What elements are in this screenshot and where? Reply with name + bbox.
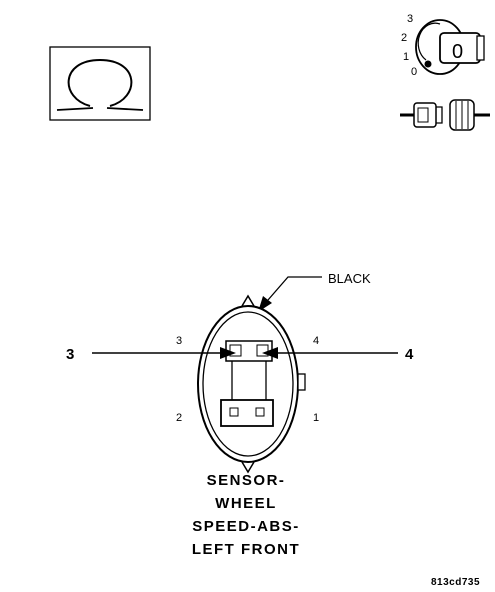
component-title-line-2: WHEEL (215, 495, 277, 512)
pin-label-upper-left: 3 (176, 335, 182, 347)
ignition-position-2: 2 (401, 32, 407, 44)
probe-label-right: 4 (405, 346, 414, 363)
probe-arrowhead-left (220, 347, 236, 359)
component-title-line-3: SPEED-ABS- (192, 518, 300, 535)
probe-label-left: 3 (66, 346, 74, 363)
component-title-line-4: LEFT FRONT (192, 541, 300, 558)
ohmmeter-icon (49, 46, 151, 121)
sensor-connector (197, 294, 306, 474)
key-label: 0 (452, 41, 463, 63)
wire-color-label: BLACK (328, 271, 371, 286)
pin-label-lower-left: 2 (176, 412, 182, 424)
component-title-line-1: SENSOR- (207, 472, 286, 489)
ignition-position-3: 3 (407, 13, 413, 25)
ignition-position-0: 0 (411, 66, 417, 78)
ignition-position-1: 1 (403, 51, 409, 63)
wire-color-leader (267, 276, 322, 301)
ignition-key-icon: 3 2 1 0 0 (401, 13, 485, 78)
pin-label-lower-right: 1 (313, 412, 319, 424)
pin-label-upper-right: 4 (313, 335, 319, 347)
figure-code: 813cd735 (431, 577, 480, 588)
connector-disconnect-icon (400, 99, 490, 131)
probe-arrowhead-right (262, 347, 278, 359)
